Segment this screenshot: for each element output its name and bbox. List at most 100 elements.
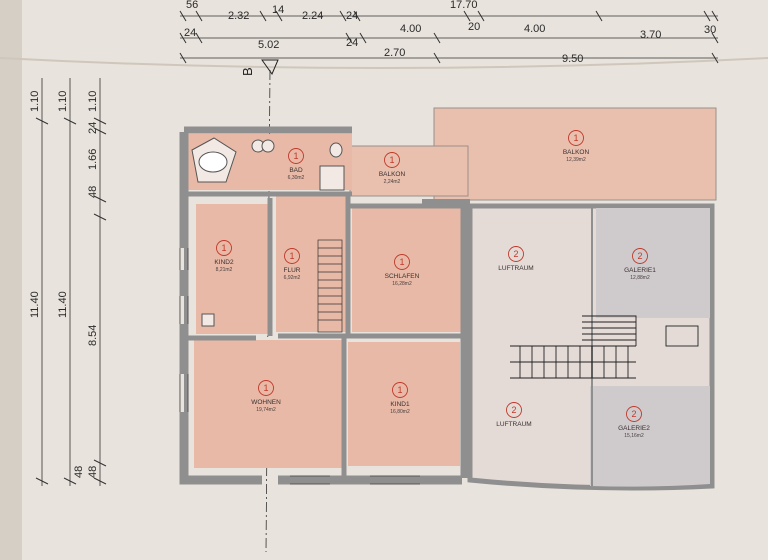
balcony-large xyxy=(433,107,717,201)
room-name: WOHNEN xyxy=(251,399,281,406)
room-number: 1 xyxy=(573,133,578,143)
dim-left-9: 8.54 xyxy=(87,325,99,346)
dim-top-row2-3: 24 xyxy=(346,37,358,49)
room-number: 1 xyxy=(263,383,268,393)
dim-left-8: 11.40 xyxy=(57,291,69,318)
room-wohnen xyxy=(194,340,342,468)
dim-top-3: 14 xyxy=(272,4,284,16)
dim-top-7: 20 xyxy=(468,21,480,33)
room-number-circle xyxy=(568,130,584,146)
room-number: 1 xyxy=(389,155,394,165)
room-number: 1 xyxy=(397,385,402,395)
walls xyxy=(179,126,470,485)
room-number-circle xyxy=(284,248,300,264)
room-number: 1 xyxy=(399,257,404,267)
dim-left-3: 1.10 xyxy=(87,91,99,112)
room-number: 2 xyxy=(513,249,518,259)
balcony-small xyxy=(349,145,469,197)
dim-top-9: 3.70 xyxy=(640,29,661,41)
room-number-circle xyxy=(394,254,410,270)
room-name: GALERIE2 xyxy=(618,425,650,432)
room-area: 6,30m2 xyxy=(288,175,305,181)
room-area: 12,88m2 xyxy=(630,275,650,281)
left-dimension-labels: 1.10 1.10 1.10 24 1.66 48 11.40 11.40 8.… xyxy=(29,91,99,478)
dim-top-row2-4: 2.70 xyxy=(384,47,405,59)
paper-fold xyxy=(0,57,768,69)
room-labels: 1BAD6,30m21BALKON2,24m21BALKON12,39m21KI… xyxy=(214,130,656,439)
room-number-circle xyxy=(632,248,648,264)
dim-top-total: 17.70 xyxy=(450,0,478,11)
room-area: 2,24m2 xyxy=(384,179,401,185)
windows xyxy=(179,248,420,485)
room-kind2 xyxy=(196,204,270,334)
dim-top-4: 2.24 xyxy=(302,10,323,22)
room-name: FLUR xyxy=(284,267,301,274)
room-area: 8,21m2 xyxy=(216,267,233,273)
room-galerie1 xyxy=(596,208,710,318)
dim-top-row2-5: 9.50 xyxy=(562,53,583,65)
room-schlafen xyxy=(352,208,464,332)
room-galerie2 xyxy=(590,386,710,487)
dim-left-5: 1.66 xyxy=(87,149,99,170)
stair-hall xyxy=(510,315,699,379)
room-area: 16,80m2 xyxy=(390,409,410,415)
room-number-circle xyxy=(384,152,400,168)
room-area: 15,16m2 xyxy=(624,433,644,439)
room-name: BALKON xyxy=(563,149,590,156)
top-dimension-labels: 56 2.32 14 2.24 24 4.00 20 4.00 3.70 30 … xyxy=(184,0,716,65)
room-kind1 xyxy=(348,342,460,466)
room-name: LUFTRAUM xyxy=(496,421,531,428)
dim-left-4: 24 xyxy=(87,122,99,134)
room-number-circle xyxy=(392,382,408,398)
dim-left-2: 1.10 xyxy=(57,91,69,112)
room-number-circle xyxy=(258,380,274,396)
room-number-circle xyxy=(626,406,642,422)
dim-left-7: 11.40 xyxy=(29,291,41,318)
room-number: 2 xyxy=(637,251,642,261)
dim-left-6: 48 xyxy=(87,186,99,198)
room-name: GALERIE1 xyxy=(624,267,656,274)
dim-left-1: 1.10 xyxy=(29,91,41,112)
room-area: 12,39m2 xyxy=(566,157,586,163)
top-dimension-lines xyxy=(179,10,719,64)
dim-top-1: 56 xyxy=(186,0,198,11)
dim-top-2: 2.32 xyxy=(228,10,249,22)
room-area: 16,28m2 xyxy=(392,281,412,287)
dim-top-10: 30 xyxy=(704,24,716,36)
dim-top-row2-2: 5.02 xyxy=(258,39,279,51)
paper-shadow-left xyxy=(0,0,22,560)
room-number-circle xyxy=(288,148,304,164)
dim-top-8: 4.00 xyxy=(524,23,545,35)
dim-top-row2-1: 24 xyxy=(184,27,196,39)
room-number: 2 xyxy=(511,405,516,415)
room-area: 6,92m2 xyxy=(284,275,301,281)
room-name: BALKON xyxy=(379,171,406,178)
room-name: KIND1 xyxy=(390,401,410,408)
room-number: 1 xyxy=(289,251,294,261)
dim-top-5: 24 xyxy=(346,10,358,22)
room-area: 19,74m2 xyxy=(256,407,276,413)
dim-top-6: 4.00 xyxy=(400,23,421,35)
room-number: 2 xyxy=(631,409,636,419)
room-number: 1 xyxy=(221,243,226,253)
stair-flur xyxy=(317,239,343,333)
bathroom-fixtures xyxy=(191,137,345,327)
room-name: SCHLAFEN xyxy=(385,273,420,280)
room-number-circle xyxy=(506,402,522,418)
room-number: 1 xyxy=(293,151,298,161)
room-number-circle xyxy=(216,240,232,256)
room-name: KIND2 xyxy=(214,259,234,266)
dim-left-11: 48 xyxy=(87,466,99,478)
